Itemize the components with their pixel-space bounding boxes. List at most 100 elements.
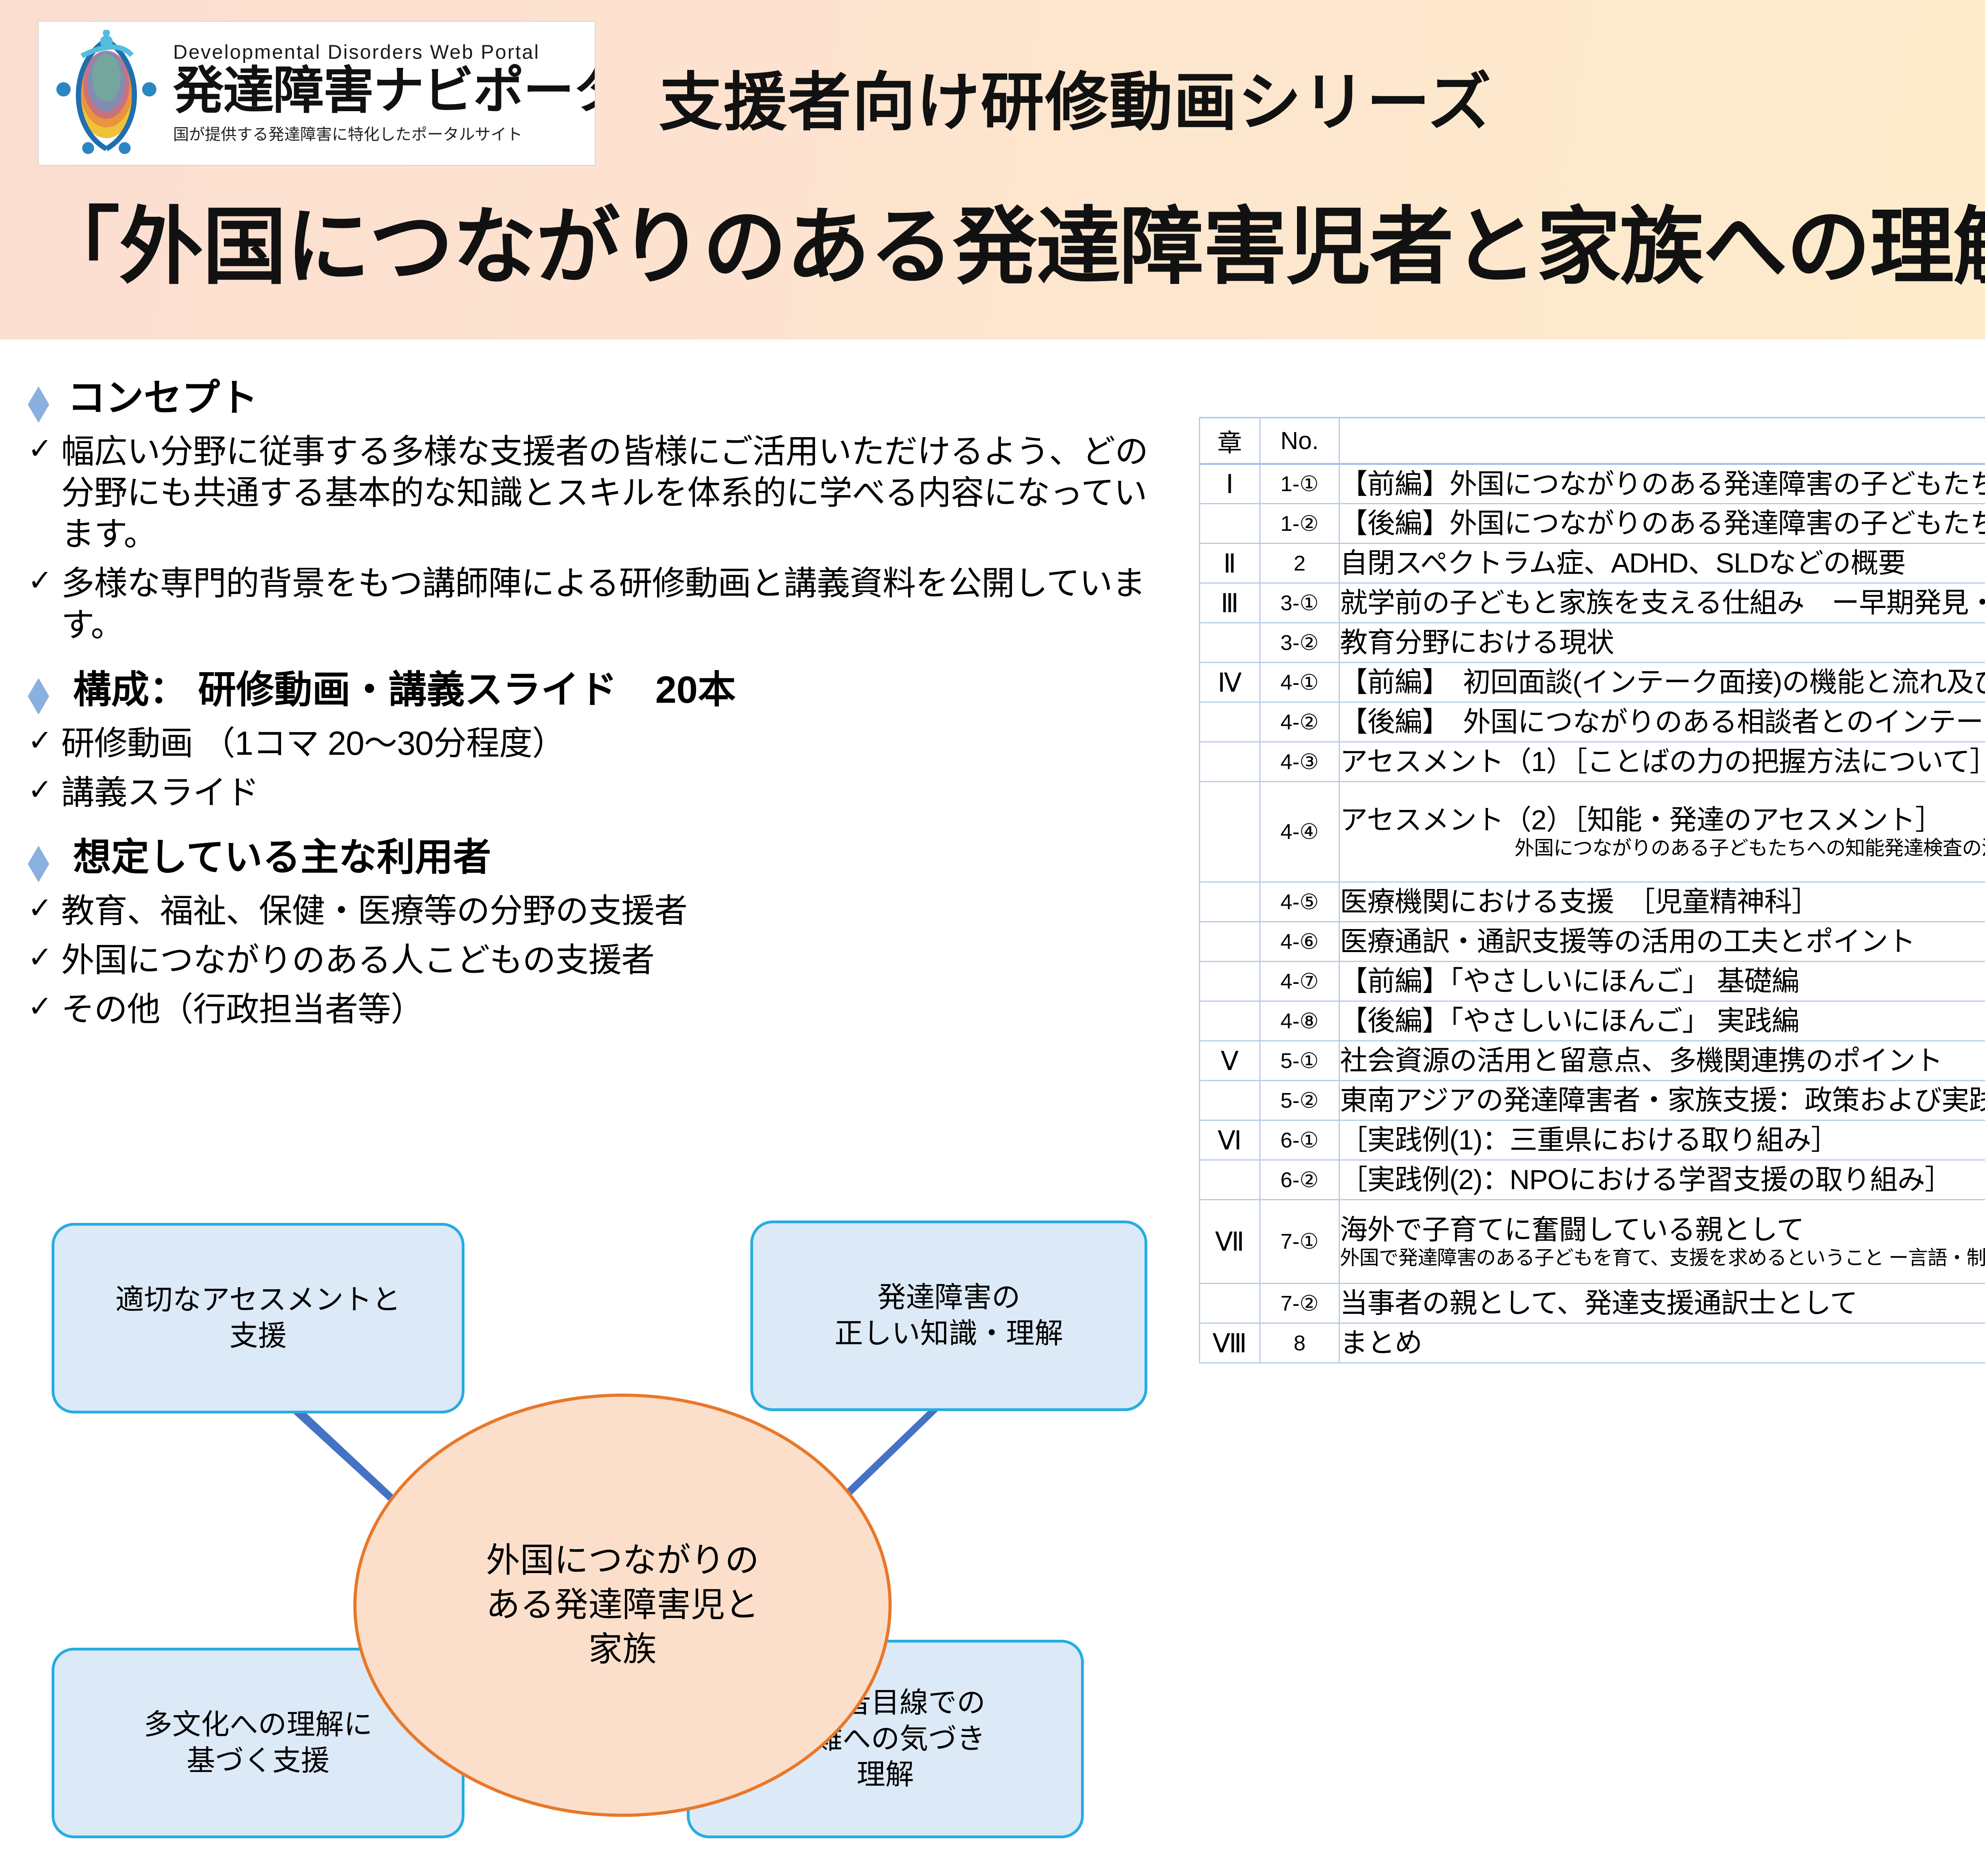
cell-chapter: Ⅴ	[1199, 1040, 1260, 1081]
diagram-box-assessment-text: 適切なアセスメントと支援	[115, 1284, 401, 1352]
users-item-3-text: その他（行政担当者等）	[61, 991, 424, 1028]
cell-title: ［実践例(2)：NPOにおける学習支援の取り組み］	[1339, 1159, 1985, 1200]
cell-no: 4-①	[1259, 662, 1340, 703]
cell-chapter	[1199, 622, 1260, 663]
table-row: 4-②【後編】 外国につながりのある相談者とのインテーク面接の際の留意点	[1199, 702, 1985, 742]
cell-title: 【後編】 外国につながりのある相談者とのインテーク面接の際の留意点	[1339, 702, 1985, 742]
cell-title-main: 医療通訳・通訳支援等の活用の工夫とポイント	[1340, 926, 1916, 957]
cell-chapter: Ⅰ	[1199, 463, 1260, 504]
table-row: Ⅰ1-①【前編】外国につながりのある発達障害の子どもたちとその家族への支援	[1199, 463, 1985, 504]
cell-title-main: ［実践例(2)：NPOにおける学習支援の取り組み］	[1340, 1164, 1952, 1195]
concept-item-1: ✓ 幅広い分野に従事する多様な支援者の皆様にご活用いただけるよう、どの分野にも共…	[28, 431, 1171, 555]
cell-title-sub: 外国で発達障害のある子どもを育て、支援を求めるということ ー言語・制度・文化の壁…	[1340, 1246, 1985, 1269]
diamond-bullet-icon	[28, 678, 49, 715]
cell-title-main: アセスメント（1）［ことばの力の把握方法について］	[1340, 746, 1985, 777]
cell-title-main: 就学前の子どもと家族を支える仕組み ー早期発見・早期支援の重要性ー	[1340, 587, 1985, 619]
logo-subtitle-text: 国が提供する発達障害に特化したポータルサイト	[173, 125, 522, 143]
series-title: 支援者向け研修動画シリーズ	[659, 67, 1492, 138]
cell-title-sub: 外国につながりのある子どもたちへの知能発達検査の活用と留意点	[1515, 837, 1985, 859]
table-row: 4-⑧【後編】「やさしいにほんご」 実践編	[1199, 1001, 1985, 1041]
table-row: Ⅳ4-①【前編】 初回面談(インテーク面接)の機能と流れ及び留意点	[1199, 662, 1985, 703]
cell-no: 7-②	[1259, 1283, 1340, 1324]
chapter-table-body: Ⅰ1-①【前編】外国につながりのある発達障害の子どもたちとその家族への支援1-②…	[1199, 463, 1985, 1363]
diagram-box-knowledge: 発達障害の正しい知識・理解	[750, 1220, 1147, 1411]
logo-english-text: Developmental Disorders Web Portal	[173, 41, 540, 64]
portal-logo-mark	[56, 30, 156, 154]
users-item-2: ✓ 外国につながりのある人こどもの支援者	[28, 939, 1171, 981]
cell-title: 社会資源の活用と留意点、多機関連携のポイント	[1339, 1040, 1985, 1081]
structure-item-2-text: 講義スライド	[61, 773, 259, 811]
col-header-no: No.	[1259, 417, 1340, 465]
structure-item-2: ✓ 講義スライド	[28, 772, 1171, 813]
cell-no: 1-②	[1259, 503, 1340, 544]
cell-chapter: Ⅵ	[1199, 1120, 1260, 1161]
cell-title-main: 【前編】 初回面談(インテーク面接)の機能と流れ及び留意点	[1340, 667, 1985, 698]
cell-no: 4-⑦	[1259, 961, 1340, 1002]
left-column: コンセプト ✓ 幅広い分野に従事する多様な支援者の皆様にご活用いただけるよう、ど…	[28, 375, 1171, 1030]
table-row: 6-②［実践例(2)：NPOにおける学習支援の取り組み］	[1199, 1159, 1985, 1200]
concept-item-2-text: 多様な専門的背景をもつ講師陣による研修動画と講義資料を公開しています。	[61, 565, 1146, 644]
cell-chapter: Ⅲ	[1199, 582, 1260, 623]
cell-title-main: まとめ	[1340, 1327, 1422, 1359]
check-icon: ✓	[28, 564, 53, 597]
cell-chapter	[1199, 961, 1260, 1002]
check-icon: ✓	[28, 941, 53, 974]
concept-item-2: ✓ 多様な専門的背景をもつ講師陣による研修動画と講義資料を公開しています。	[28, 563, 1171, 645]
cell-no: 4-②	[1259, 702, 1340, 742]
cell-chapter	[1199, 781, 1260, 883]
concept-heading-row: コンセプト	[28, 378, 1171, 423]
cell-title-main: 当事者の親として、発達支援通訳士として	[1340, 1288, 1858, 1319]
diagram-box-multiculture-text: 多文化への理解に基づく支援	[143, 1709, 372, 1777]
concept-diagram: 適切なアセスメントと支援 発達障害の正しい知識・理解 多文化への理解に基づく支援…	[40, 1211, 1191, 1850]
cell-title-main: 【後編】 外国につながりのある相談者とのインテーク面接の際の留意点	[1340, 706, 1985, 738]
users-item-1: ✓ 教育、福祉、保健・医療等の分野の支援者	[28, 890, 1171, 931]
cell-chapter	[1199, 741, 1260, 782]
cell-title-main: 医療機関における支援 ［児童精神科］	[1340, 886, 1819, 918]
cell-title-main: 東南アジアの発達障害者・家族支援：政策および実践の現状と課題	[1340, 1085, 1985, 1116]
header-banner: Developmental Disorders Web Portal 発達障害ナ…	[0, 0, 1985, 339]
chapter-table: 章 No. タイトル Ⅰ1-①【前編】外国につながりのある発達障害の子どもたちと…	[1199, 417, 1985, 1363]
cell-no: 4-⑤	[1259, 881, 1340, 922]
check-icon: ✓	[28, 891, 53, 925]
diagram-box-knowledge-text: 発達障害の正しい知識・理解	[834, 1282, 1063, 1350]
cell-no: 5-②	[1259, 1080, 1340, 1121]
cell-title-main: 【前編】「やさしいにほんご」 基礎編	[1340, 966, 1799, 997]
cell-chapter	[1199, 702, 1260, 742]
cell-chapter: Ⅶ	[1199, 1199, 1260, 1284]
col-header-title: タイトル	[1339, 417, 1985, 465]
table-row: 4-⑦【前編】「やさしいにほんご」 基礎編	[1199, 961, 1985, 1002]
cell-no: 7-①	[1259, 1199, 1340, 1284]
concept-item-1-text: 幅広い分野に従事する多様な支援者の皆様にご活用いただけるよう、どの分野にも共通す…	[61, 433, 1148, 553]
page-title: 「外国につながりのある発達障害児者と家族への理解と支援」	[36, 200, 1985, 294]
cell-no: 3-①	[1259, 582, 1340, 623]
check-icon: ✓	[28, 990, 53, 1023]
structure-item-1-text: 研修動画 （1コマ 20〜30分程度）	[61, 724, 565, 762]
diagram-center-node: 外国につながりのある発達障害児と家族	[353, 1394, 892, 1817]
cell-chapter	[1199, 503, 1260, 544]
check-icon: ✓	[28, 432, 53, 465]
check-icon: ✓	[28, 723, 53, 757]
diagram-center-text: 外国につながりのある発達障害児と家族	[486, 1541, 759, 1668]
cell-title-main: 海外で子育てに奮闘している親として	[1340, 1214, 1804, 1246]
users-item-2-text: 外国につながりのある人こどもの支援者	[61, 941, 655, 979]
concept-heading: コンセプト	[67, 377, 258, 419]
cell-no: 4-⑧	[1259, 1001, 1340, 1041]
cell-chapter	[1199, 1159, 1260, 1200]
cell-title: 【前編】外国につながりのある発達障害の子どもたちとその家族への支援	[1339, 463, 1985, 504]
cell-title: 東南アジアの発達障害者・家族支援：政策および実践の現状と課題	[1339, 1080, 1985, 1121]
structure-heading-row: 構成： 研修動画・講義スライド 20本	[28, 669, 1171, 715]
cell-no: 6-①	[1259, 1120, 1340, 1161]
cell-title-main: 自閉スペクトラム症、ADHD、SLDなどの概要	[1340, 548, 1906, 579]
structure-heading: 構成： 研修動画・講義スライド 20本	[73, 668, 736, 711]
diamond-bullet-icon	[28, 386, 49, 423]
cell-no: 2	[1259, 543, 1340, 584]
cell-title-main: ［実践例(1)：三重県における取り組み］	[1340, 1124, 1839, 1156]
cell-title: 【後編】外国につながりのある発達障害の子どもたちとその家族への支援	[1339, 503, 1985, 544]
diagram-box-assessment: 適切なアセスメントと支援	[52, 1223, 464, 1413]
